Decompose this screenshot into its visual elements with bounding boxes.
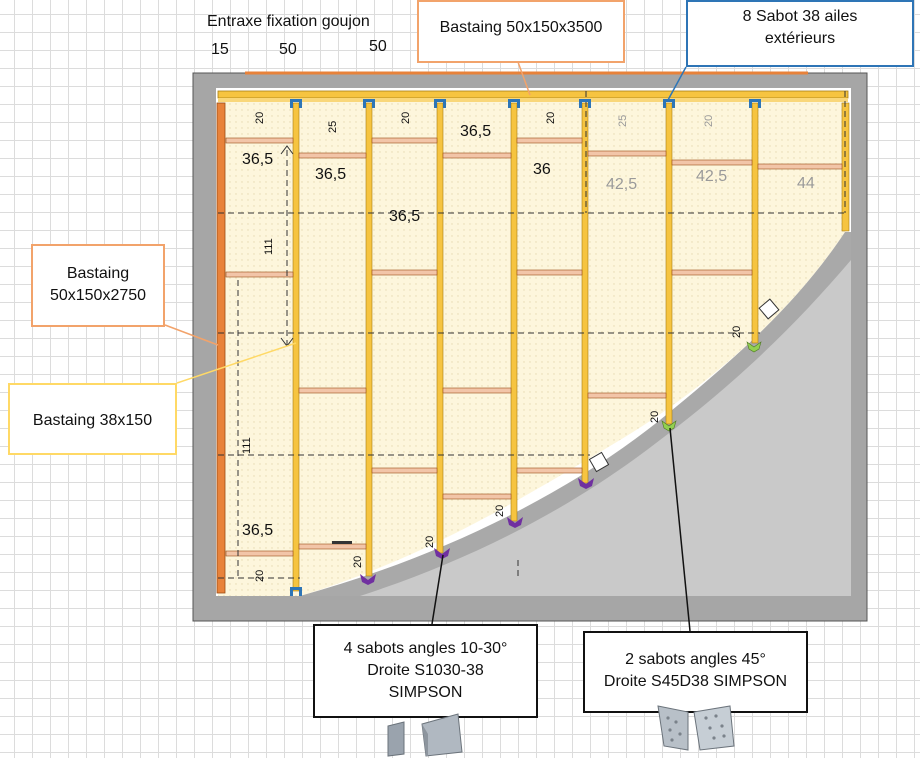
hanger-s1030-image — [387, 713, 463, 757]
entraxe-title: Entraxe fixation goujon — [207, 13, 370, 30]
callout-45-hangers: 2 sabots angles 45° Droite S45D38 SIMPSO… — [583, 631, 808, 713]
dim-small-20-f: 20 — [352, 555, 364, 568]
dim-vertical-111-b: 111 — [241, 437, 253, 454]
dim-small-20-e: 20 — [254, 569, 266, 582]
callout-top-beam: Bastaing 50x150x3500 — [417, 0, 625, 63]
dim-span-middle: 36,5 — [389, 208, 421, 225]
blue-hangers — [290, 99, 761, 596]
callout-joist-text: Bastaing 38x150 — [32, 412, 153, 429]
callout-top-beam-text: Bastaing 50x150x3500 — [439, 19, 603, 36]
dim-bay2-top: 36,5 — [315, 166, 347, 183]
dim-small-20-c: 20 — [545, 111, 557, 124]
entraxe-value-50b: 50 — [369, 38, 387, 55]
callout-angle-hangers: 4 sabots angles 10-30° Droite S1030-38 S… — [313, 624, 538, 718]
dim-bay1-top: 36,5 — [242, 151, 274, 168]
callout-angle-hangers-line1: 4 sabots angles 10-30° — [343, 640, 508, 657]
dim-arrow-top — [280, 145, 294, 155]
dim-vertical-111-a: 111 — [263, 238, 275, 255]
joist-7 — [751, 102, 759, 344]
dim-small-25-b: 25 — [617, 114, 629, 127]
callout-45-hangers-line2: Droite S45D38 SIMPSON — [603, 673, 788, 690]
small-block-2 — [758, 298, 780, 320]
joist-1 — [292, 102, 300, 592]
callout-left-beam-line2: 50x150x2750 — [49, 287, 147, 304]
callout-hangers-top: 8 Sabot 38 ailes extérieurs — [686, 0, 914, 67]
joist-5 — [581, 102, 589, 484]
dim-small-20-b: 20 — [400, 111, 412, 124]
dim-bay5-top: 42,5 — [606, 176, 638, 193]
dim-bay1-bottom: 36,5 — [242, 522, 274, 539]
dim-bay7-top: 44 — [797, 175, 815, 192]
left-beam — [216, 102, 226, 594]
green-hangers — [661, 341, 762, 432]
dim-small-20-g: 20 — [424, 535, 436, 548]
callout-angle-hangers-line3: SIMPSON — [388, 684, 463, 701]
entraxe-value-50a: 50 — [279, 41, 297, 58]
callout-angle-hangers-line2: Droite S1030-38 — [367, 662, 484, 679]
dim-small-20-i: 20 — [649, 410, 661, 423]
callout-joist: Bastaing 38x150 — [8, 383, 177, 455]
hanger-s45d38-image — [657, 705, 735, 751]
callout-45-hangers-line1: 2 sabots angles 45° — [625, 651, 766, 668]
joist-2 — [365, 102, 373, 577]
dim-small-20-j: 20 — [731, 325, 743, 338]
dim-bay4-top: 36 — [533, 161, 551, 178]
top-beam-inner — [218, 98, 848, 102]
dashed-guides — [218, 91, 848, 579]
callout-left-beam-line1: Bastaing — [66, 265, 130, 282]
purple-hangers — [360, 478, 594, 585]
blocking-pieces — [225, 137, 843, 557]
dim-small-20-h: 20 — [494, 504, 506, 517]
joist-6 — [665, 102, 673, 425]
entraxe-value-15: 15 — [211, 41, 229, 58]
small-block-1 — [588, 451, 610, 473]
dim-bay3-top: 36,5 — [460, 123, 492, 140]
leader-lines — [164, 61, 691, 632]
dim-small-20-d: 20 — [703, 114, 715, 127]
small-bar — [332, 541, 352, 544]
curved-wall-inner — [360, 260, 851, 596]
dim-bay6-top: 42,5 — [696, 168, 728, 185]
dim-small-25-a: 25 — [327, 120, 339, 133]
callout-left-beam: Bastaing 50x150x2750 — [31, 244, 165, 327]
joist-3 — [436, 102, 444, 554]
callout-hangers-top-line2: extérieurs — [764, 30, 836, 47]
joist-4 — [510, 102, 518, 522]
top-beam — [217, 90, 849, 99]
dim-small-20-a: 20 — [254, 111, 266, 124]
callout-hangers-top-line1: 8 Sabot 38 ailes — [742, 8, 858, 25]
